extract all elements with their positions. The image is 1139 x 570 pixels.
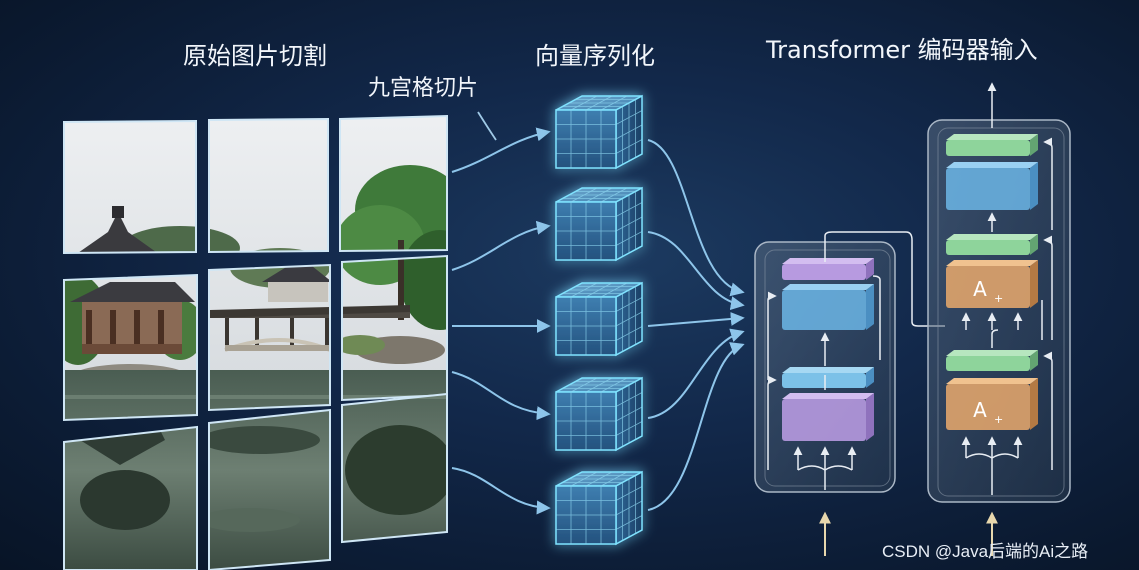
label-original-split: 原始图片切割 <box>183 42 327 70</box>
arrow-tile-to-cube-1 <box>451 127 551 173</box>
arrow-tile-to-cube-4 <box>451 371 551 421</box>
encoder1-attention-layer <box>782 393 874 441</box>
arrow-cube-to-encoder-3 <box>647 311 745 327</box>
arrow-cube-to-encoder-1 <box>647 139 745 297</box>
vector-cube-3 <box>556 283 642 355</box>
attention-label-2: A <box>973 398 987 422</box>
arrow-cube-to-encoder-4 <box>647 328 745 419</box>
label-nine-grid-slice: 九宫格切片 <box>368 76 479 101</box>
image-tile-3-3 <box>341 392 448 544</box>
image-tile-1-2 <box>208 117 329 254</box>
image-tile-2-1 <box>63 273 198 422</box>
encoder1-top-norm-layer <box>782 258 874 280</box>
attention-sub-1: + <box>994 292 1003 305</box>
encoder-input-arrows <box>819 511 998 556</box>
watermark: CSDN @Java后端的Ai之路 <box>882 542 1089 561</box>
encoder2-attention-block-1: A + <box>946 260 1038 308</box>
label-vectorize: 向量序列化 <box>535 42 655 70</box>
attention-label-1: A <box>973 277 987 301</box>
image-tile-3-1 <box>63 425 198 570</box>
label-pointer-line <box>477 111 497 141</box>
image-tile-1-3 <box>339 114 448 253</box>
attention-sub-2: + <box>994 413 1003 426</box>
image-tile-2-2 <box>208 263 331 412</box>
encoder2-mid-norm-layer-2 <box>946 350 1038 371</box>
arrow-tile-to-cube-2 <box>451 220 551 271</box>
vector-cube-1 <box>556 96 642 168</box>
vector-cube-4 <box>556 378 642 450</box>
encoder2-top-norm-layer <box>946 134 1038 156</box>
image-tile-1-1 <box>63 119 197 255</box>
tile-to-cube-arrows <box>451 127 551 515</box>
image-tile-grid <box>63 114 448 570</box>
encoder2-feedforward-layer <box>946 162 1038 210</box>
encoder-block-2: A + A + <box>927 82 1071 503</box>
vector-cube-2 <box>556 188 642 260</box>
cube-to-encoder-arrows <box>647 139 745 511</box>
encoder1-mid-norm-layer <box>782 367 874 388</box>
encoder2-mid-norm-layer-1 <box>946 234 1038 255</box>
arrow-cube-to-encoder-5 <box>647 342 745 511</box>
arrow-cube-to-encoder-2 <box>647 231 745 311</box>
arrow-tile-to-cube-5 <box>451 467 551 515</box>
label-encoder-input: Transformer 编码器输入 <box>766 36 1038 64</box>
encoder-block-1 <box>754 231 945 493</box>
encoder2-attention-block-2: A + <box>946 378 1038 430</box>
image-tile-3-2 <box>208 408 331 570</box>
vector-cube-5 <box>556 472 642 544</box>
encoder1-feedforward-layer <box>782 284 874 330</box>
